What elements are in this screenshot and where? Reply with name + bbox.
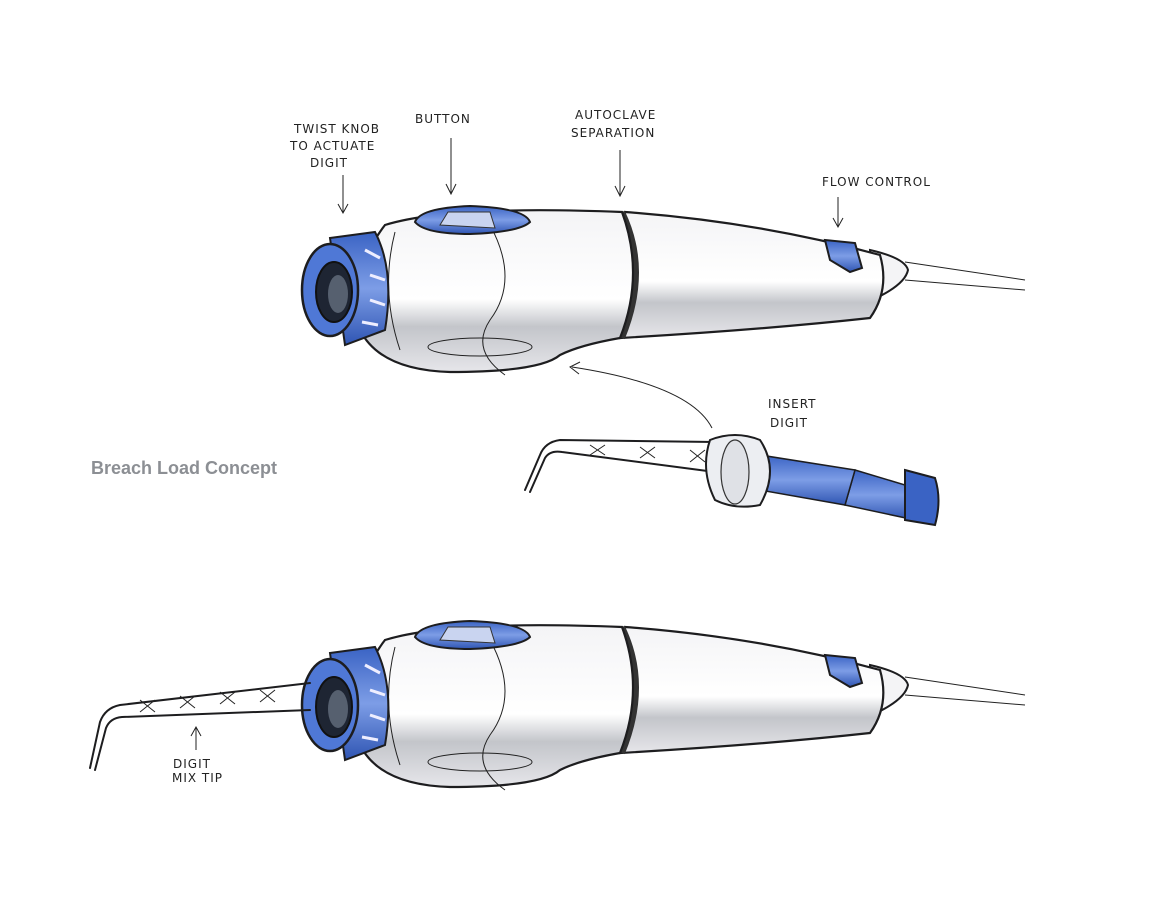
svg-text:DIGIT: DIGIT	[310, 156, 348, 170]
digit-insert-part	[524, 434, 940, 527]
page-title: Breach Load Concept	[91, 458, 277, 478]
digit-mix-tip	[89, 682, 311, 771]
arrow-icon	[445, 138, 457, 196]
handpiece-bottom	[302, 621, 1025, 790]
label-button: BUTTON	[415, 112, 471, 126]
svg-text:MIX TIP: MIX TIP	[172, 771, 223, 785]
label-twist-knob: TWIST KNOB TO ACTUATE DIGIT	[289, 122, 380, 170]
arrow-icon	[190, 725, 202, 750]
handpiece-top	[302, 206, 1025, 375]
svg-text:DIGIT: DIGIT	[770, 416, 808, 430]
svg-text:INSERT: INSERT	[768, 397, 817, 411]
insert-arrow-icon	[569, 361, 713, 429]
arrow-icon	[832, 197, 844, 229]
label-flow-control: FLOW CONTROL	[822, 175, 931, 189]
label-digit-mix-tip: DIGIT MIX TIP	[172, 757, 223, 785]
svg-text:TO ACTUATE: TO ACTUATE	[289, 139, 375, 153]
svg-text:TWIST KNOB: TWIST KNOB	[293, 122, 380, 136]
svg-text:DIGIT: DIGIT	[173, 757, 211, 771]
svg-text:SEPARATION: SEPARATION	[571, 126, 655, 140]
label-insert-digit: INSERT DIGIT	[768, 397, 817, 430]
label-autoclave: AUTOCLAVE SEPARATION	[571, 108, 656, 140]
arrow-icon	[614, 150, 626, 198]
arrow-icon	[337, 175, 349, 215]
svg-text:AUTOCLAVE: AUTOCLAVE	[575, 108, 656, 122]
